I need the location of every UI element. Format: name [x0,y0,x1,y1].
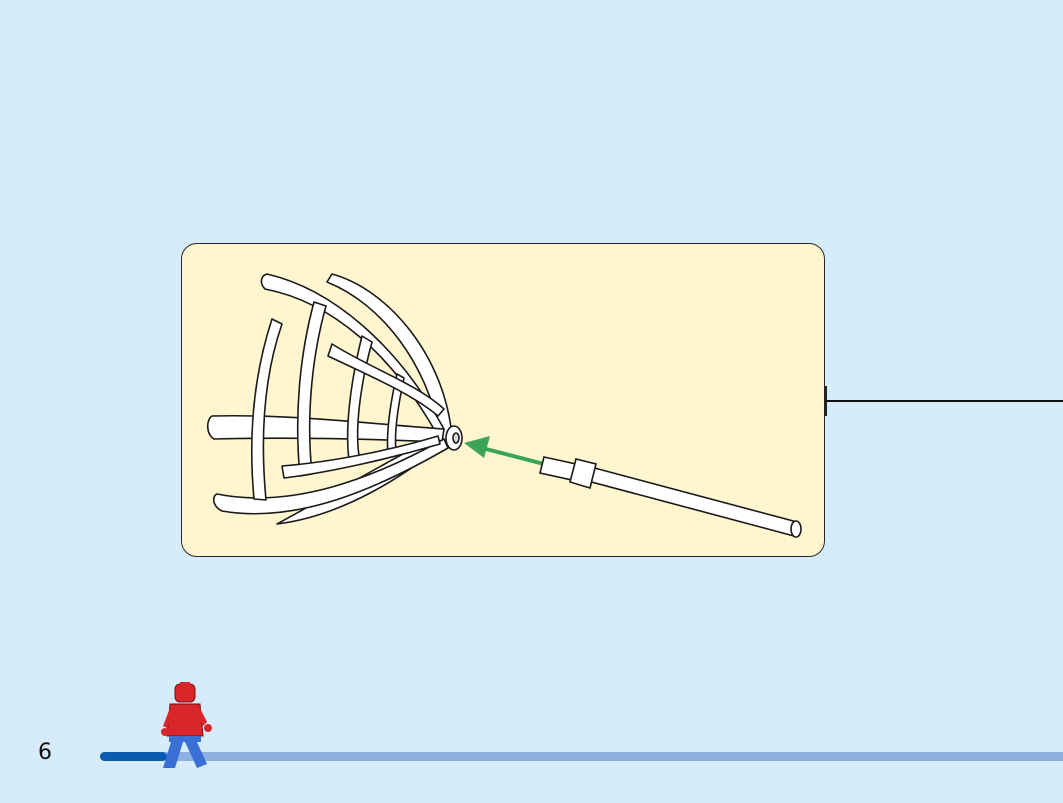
progress-fill [100,752,168,761]
progress-bar [100,752,1063,761]
callout-leader-line [826,400,1063,402]
sub-build-callout [181,243,825,557]
bar-handle-icon [539,456,802,538]
assembly-illustration [206,273,802,538]
spider-man-minifigure-icon [161,682,212,768]
callout-leader-tick [824,386,827,416]
insert-arrow-icon [464,436,545,466]
page-number: 6 [38,740,52,765]
